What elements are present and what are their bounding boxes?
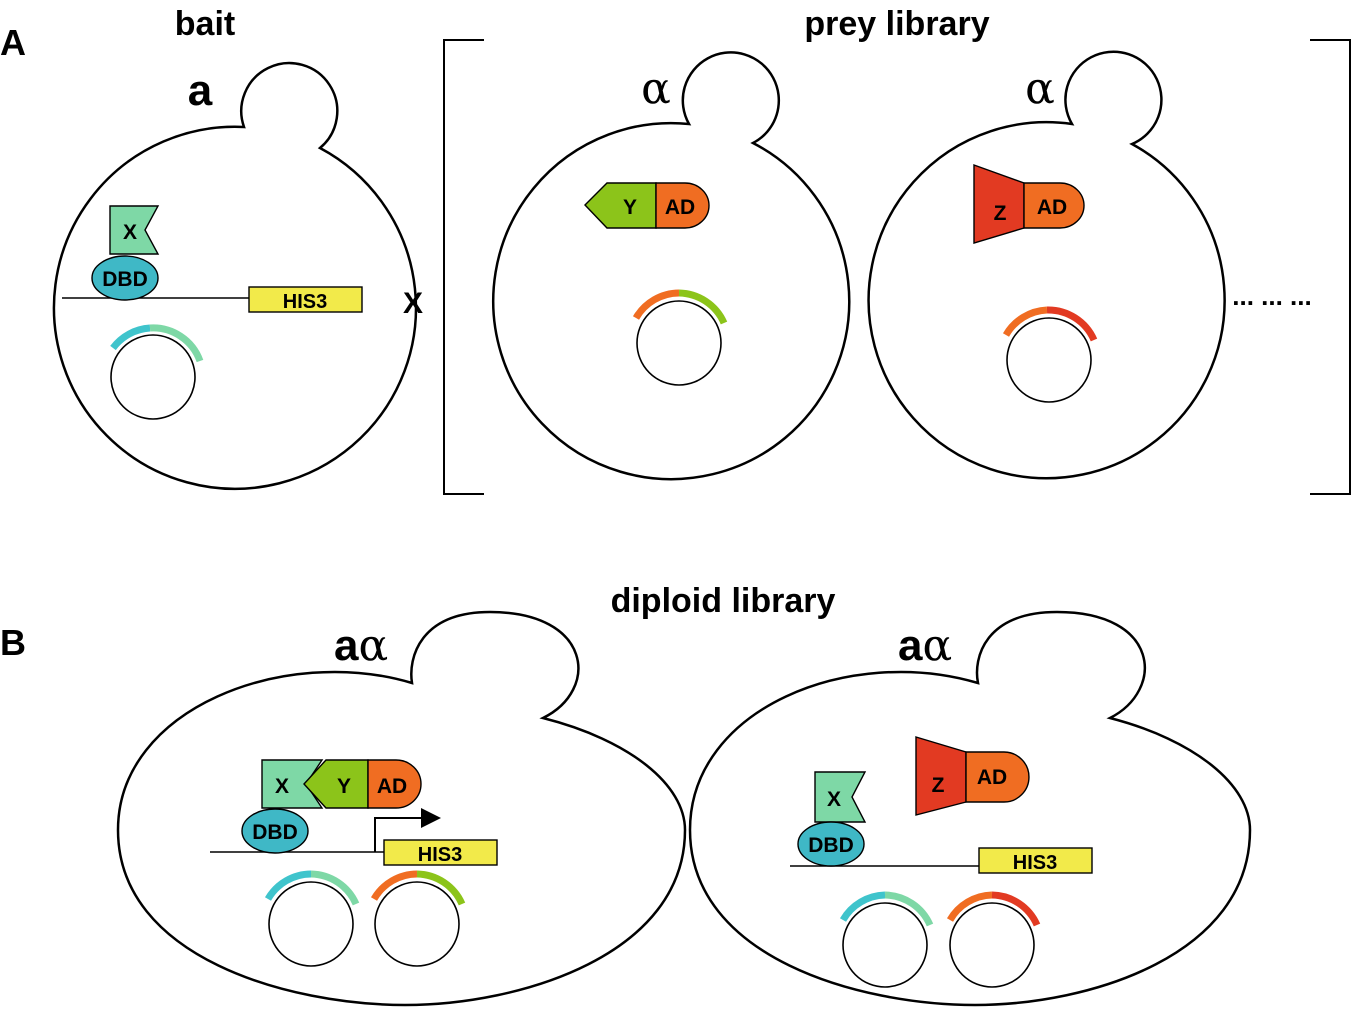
bait-reporter-label: HIS3 [283, 291, 327, 313]
diploid-2-bait-plasmid [839, 891, 934, 988]
prey-y-mating-type: α [641, 63, 671, 114]
prey-z-activation-domain: AD [1023, 182, 1085, 229]
diploid-2-mating-alpha: α [922, 620, 952, 671]
diploid-2-mating-a: a [898, 621, 923, 670]
prey-y-plasmid [632, 289, 728, 386]
diploid-cell-1: aα HIS3 X Y AD DBD [116, 610, 687, 1007]
bait-cell: a HIS3 X DBD [52, 61, 418, 491]
diploid-1-dbd: DBD [241, 808, 309, 854]
prey-y-ad-label: AD [665, 196, 695, 219]
diploid-2-dbd-label: DBD [808, 834, 854, 857]
diploid-1-bait-plasmid [264, 870, 360, 967]
prey-library-title: prey library [804, 5, 989, 43]
panel-a-label: A [0, 22, 26, 63]
prey-cell-y: α Y AD [491, 51, 851, 481]
diploid-2-ad-label: AD [977, 766, 1007, 789]
bait-title: bait [175, 5, 235, 43]
library-continuation: ... ... ... [1232, 281, 1311, 311]
diploid-2-reporter-gene: HIS3 [978, 847, 1093, 874]
diploid-1-bait-label: X [275, 775, 289, 798]
bait-reporter-gene: HIS3 [248, 286, 363, 313]
diploid-1-mating-alpha: α [358, 620, 388, 671]
diploid-library-title: diploid library [611, 582, 836, 620]
library-left-bracket [443, 39, 484, 495]
diploid-2-dbd: DBD [797, 821, 865, 867]
prey-z-label: Z [994, 202, 1007, 225]
diploid-1-ad-label: AD [377, 775, 407, 798]
diploid-1-prey-plasmid [370, 870, 466, 967]
prey-protein-z: Z [973, 164, 1025, 244]
diploid-1-dbd-label: DBD [252, 821, 298, 844]
diploid-cell-2: aα HIS3 X DBD Z AD [688, 610, 1252, 1007]
prey-y-activation-domain: AD [655, 182, 710, 229]
panel-b-label: B [0, 622, 26, 663]
diploid-2-activation-domain: AD [965, 751, 1030, 803]
diploid-1-transcription-arrow [374, 808, 441, 852]
cross-symbol: X [403, 287, 423, 320]
diploid-1-mating-type: aα [334, 620, 388, 671]
prey-z-ad-label: AD [1037, 196, 1067, 219]
diploid-2-prey-protein: Z [915, 736, 967, 816]
bait-mating-type: a [188, 66, 213, 115]
bait-protein-label: X [123, 221, 137, 244]
diploid-1-mating-a: a [334, 621, 359, 670]
diploid-2-bait-protein: X [814, 771, 867, 823]
bait-protein-x: X [109, 205, 160, 255]
prey-y-label: Y [623, 196, 637, 219]
prey-z-plasmid [1002, 306, 1098, 403]
prey-z-mating-type: α [1025, 63, 1055, 114]
bait-plasmid [110, 324, 204, 420]
diploid-2-reporter-label: HIS3 [1013, 852, 1057, 874]
diploid-1-reporter-gene: HIS3 [383, 839, 498, 866]
diploid-2-prey-label: Z [932, 774, 945, 797]
prey-cell-z: α Z AD [867, 50, 1226, 480]
bait-dbd-label: DBD [102, 268, 148, 291]
diploid-2-mating-type: aα [898, 620, 952, 671]
diploid-1-activation-domain: AD [367, 759, 422, 809]
diploid-2-prey-plasmid [946, 891, 1041, 988]
diploid-1-prey-label: Y [337, 775, 351, 798]
diploid-1-prey-protein: Y [303, 759, 369, 809]
bait-dbd: DBD [91, 255, 159, 301]
diploid-1-bait-protein: X [261, 759, 324, 809]
diploid-2-bait-label: X [827, 788, 841, 811]
diploid-1-reporter-label: HIS3 [418, 844, 462, 866]
library-right-bracket [1310, 39, 1351, 495]
